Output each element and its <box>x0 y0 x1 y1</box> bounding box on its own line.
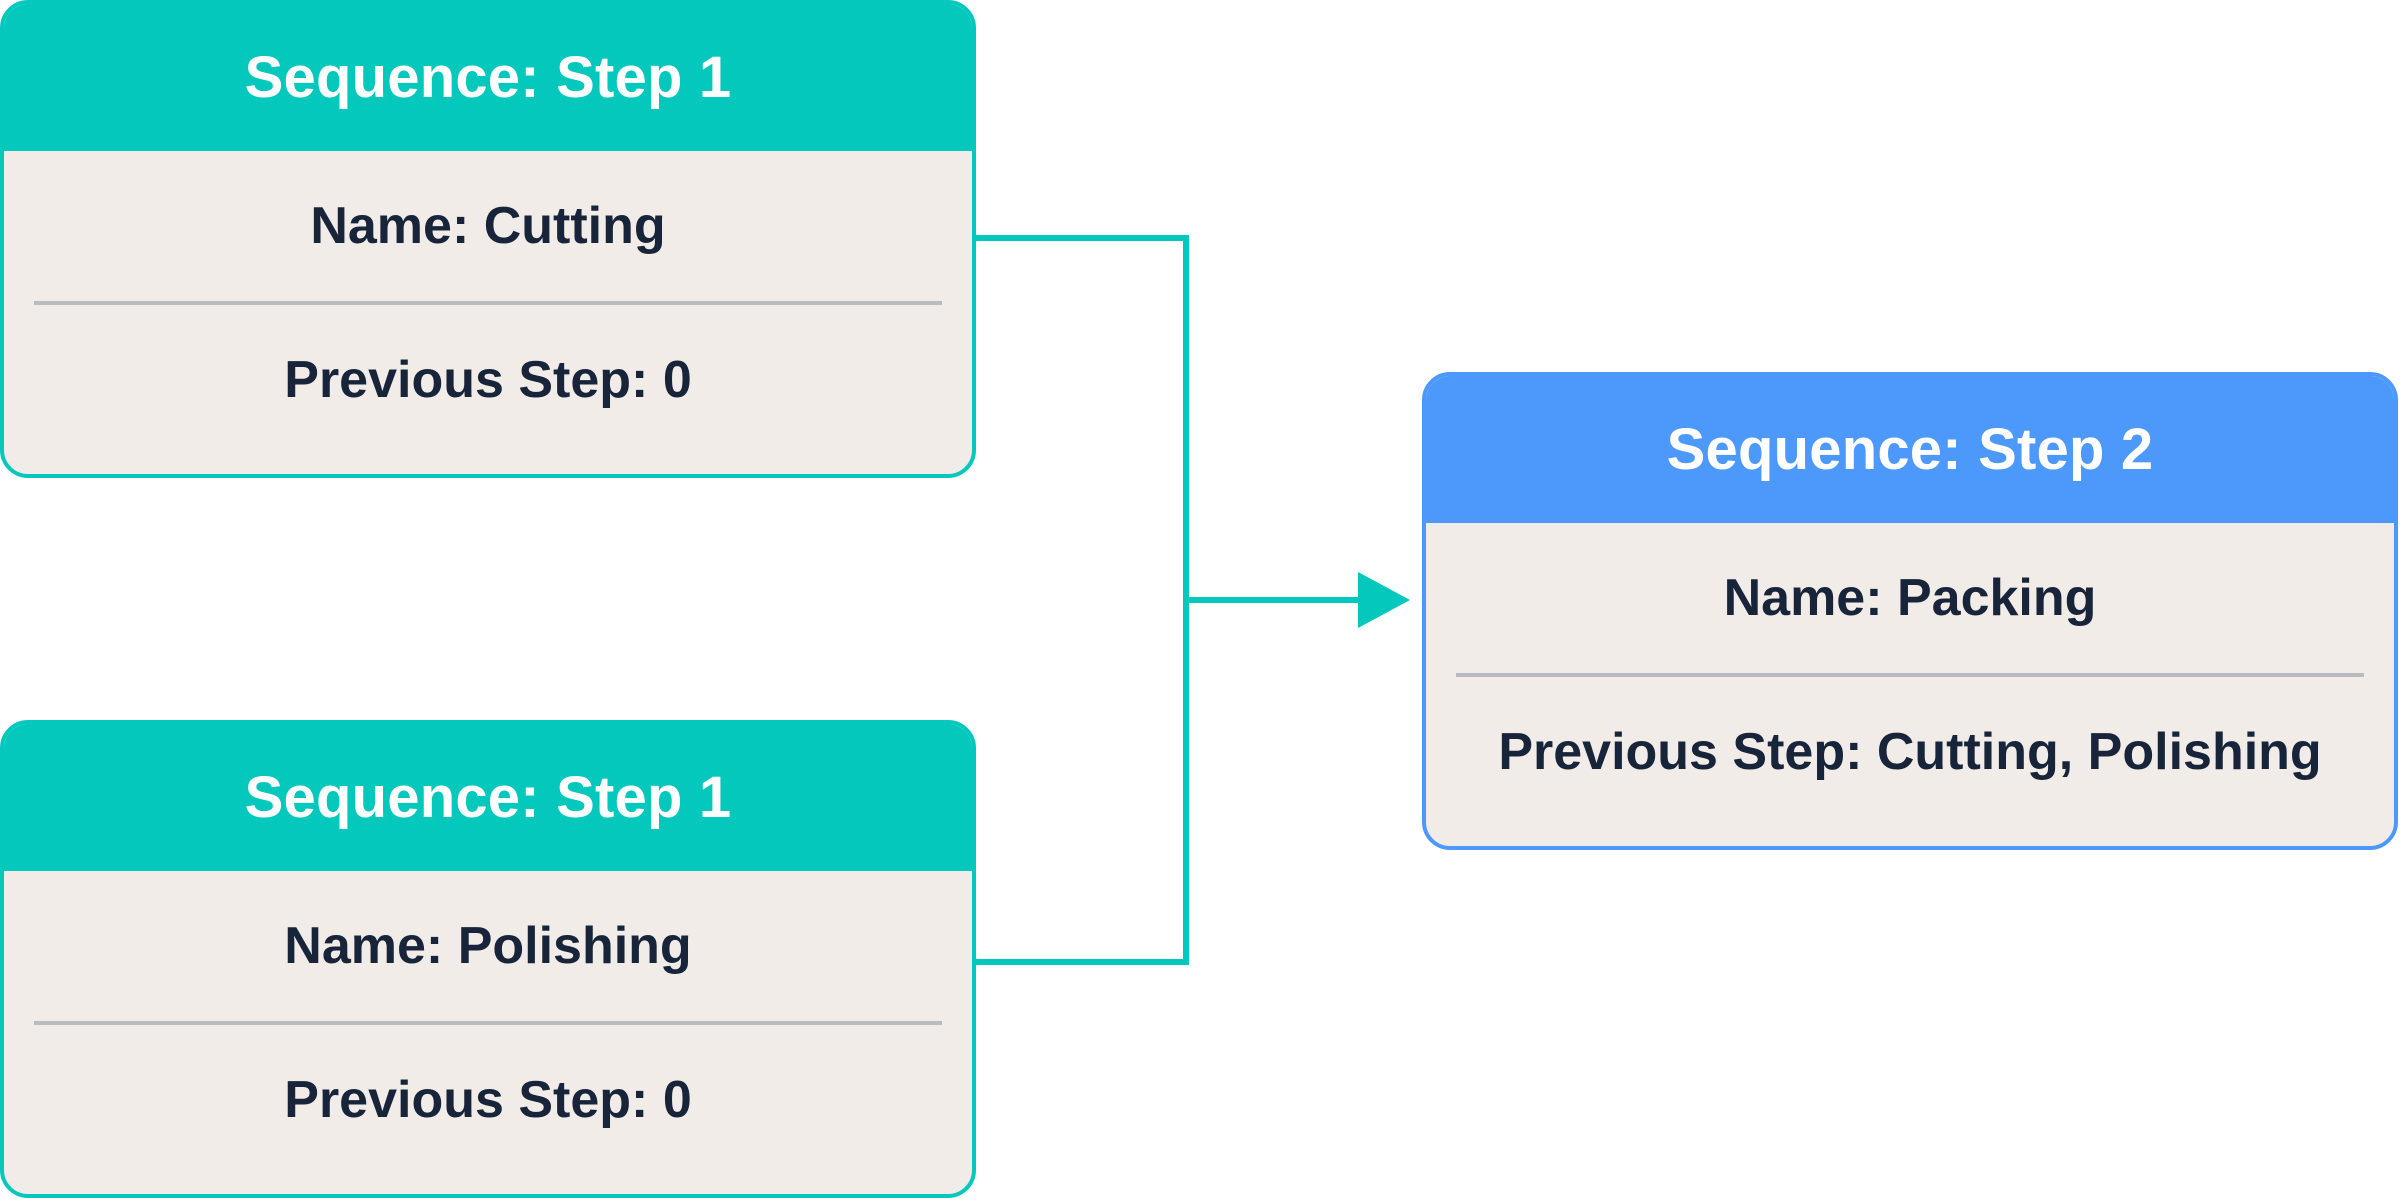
step-card-header: Sequence: Step 1 <box>4 724 972 871</box>
step-card-header: Sequence: Step 1 <box>4 4 972 151</box>
step-card-cutting: Sequence: Step 1 Name: Cutting Previous … <box>0 0 976 478</box>
step-card-packing: Sequence: Step 2 Name: Packing Previous … <box>1422 372 2398 850</box>
connector-cutting-to-merge <box>976 235 1189 600</box>
step-card-polishing: Sequence: Step 1 Name: Polishing Previou… <box>0 720 976 1198</box>
step-name: Name: Cutting <box>310 197 666 255</box>
step-previous-step: Previous Step: 0 <box>284 351 692 409</box>
card-divider <box>34 301 942 305</box>
step-name: Name: Packing <box>1723 569 2097 627</box>
step-previous-step: Previous Step: 0 <box>284 1071 692 1129</box>
card-divider <box>1456 673 2364 677</box>
card-divider <box>34 1021 942 1025</box>
connector-polishing-to-merge <box>976 600 1189 965</box>
step-card-header: Sequence: Step 2 <box>1426 376 2394 523</box>
arrowhead-icon <box>1358 572 1410 628</box>
step-name: Name: Polishing <box>284 917 692 975</box>
step-previous-step: Previous Step: Cutting, Polishing <box>1498 723 2322 781</box>
